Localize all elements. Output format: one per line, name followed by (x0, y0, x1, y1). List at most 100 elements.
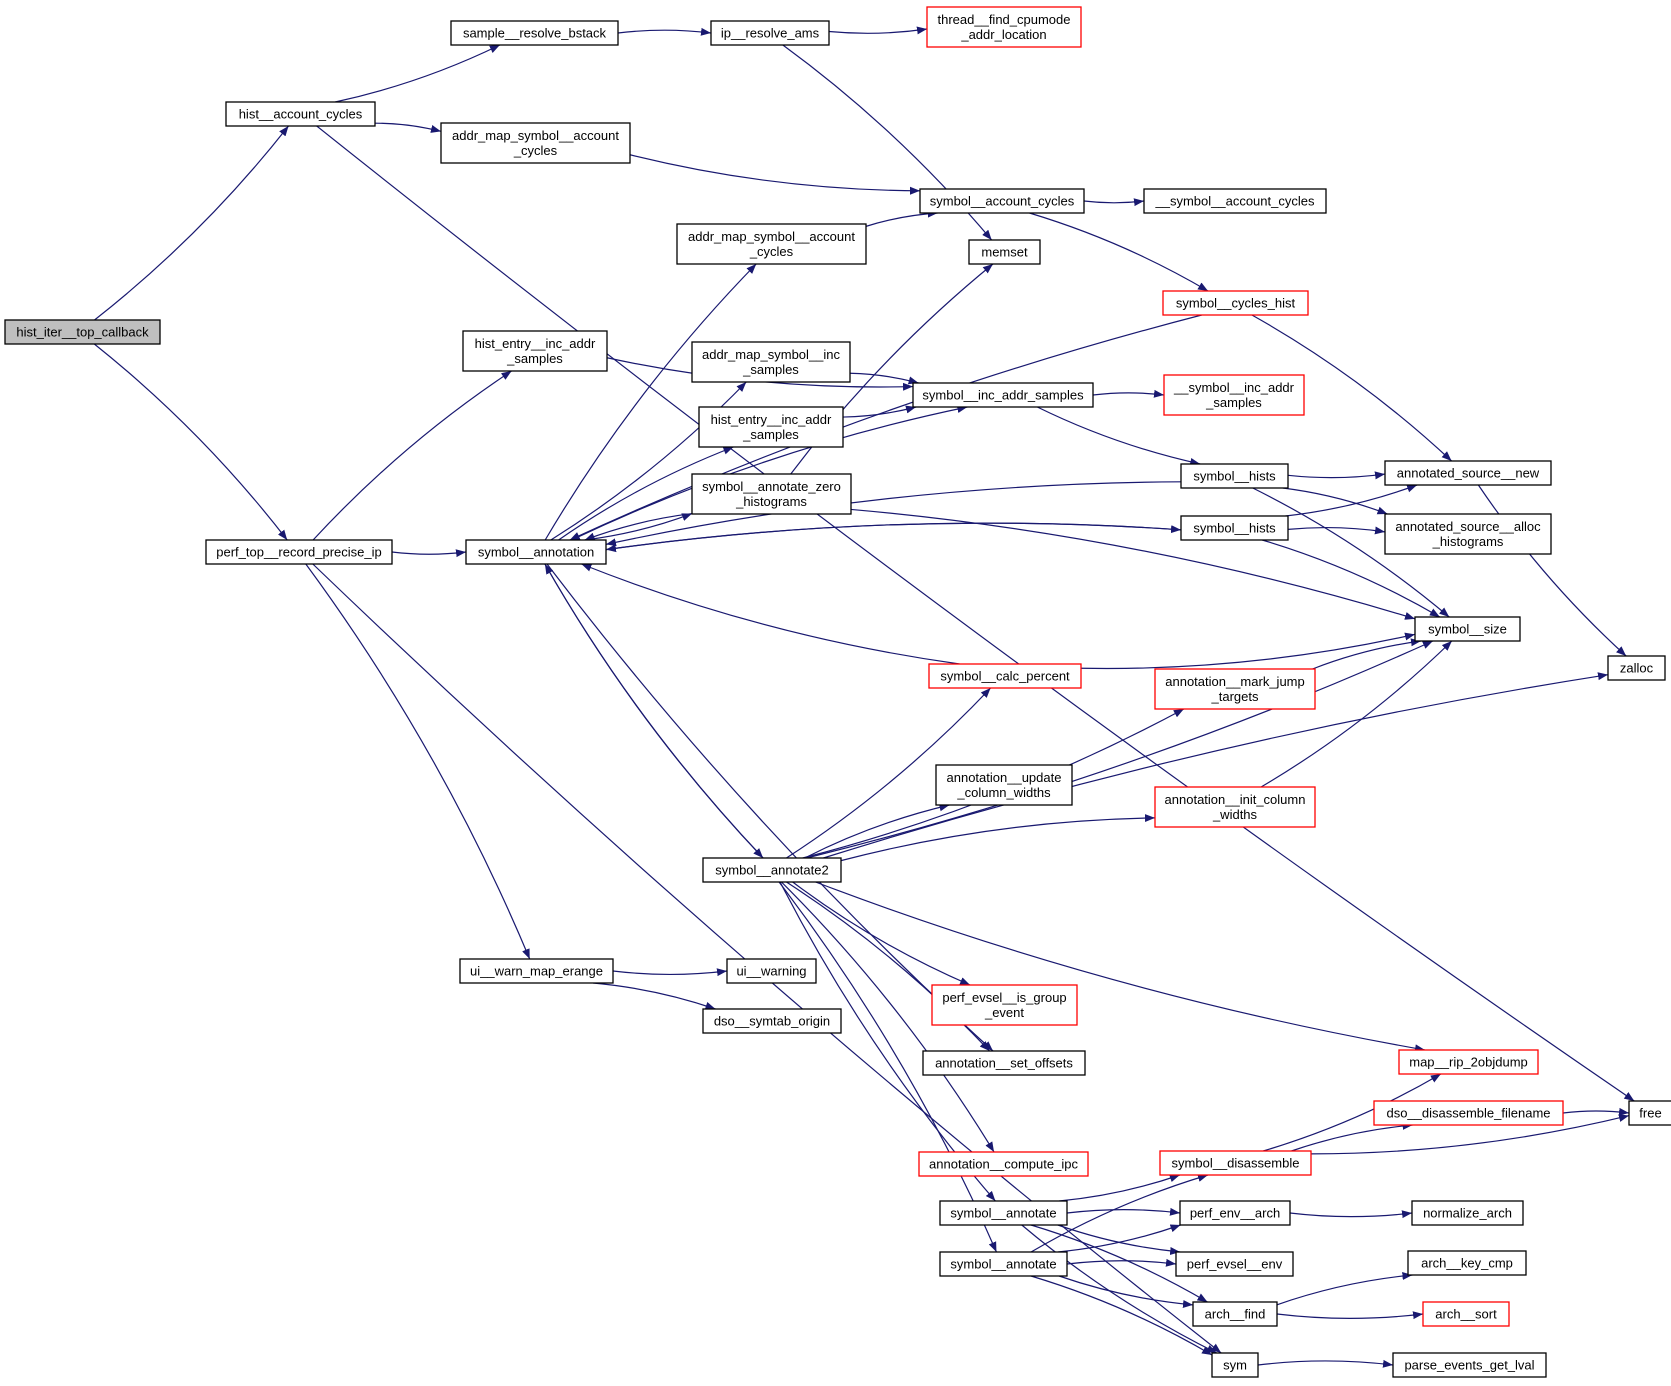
node-arch_key_cmp[interactable]: arch__key_cmp (1407, 1250, 1527, 1276)
node-box (1392, 1352, 1547, 1378)
node-symbol_annotate_zero_histograms[interactable]: symbol__annotate_zero_histograms (691, 473, 852, 515)
node-label: addr_map_symbol__account (688, 229, 855, 244)
edge-symbol_disassemble-to-dso_disassemble_filename (1291, 1121, 1413, 1152)
node-symbol_size[interactable]: symbol__size (1414, 616, 1521, 642)
node-ui_warn_map_erange[interactable]: ui__warn_map_erange (459, 958, 614, 984)
node-hist_entry_inc_addr_samples_a[interactable]: hist_entry__inc_addr_samples (462, 330, 608, 372)
node-label: thread__find_cpumode (938, 12, 1071, 27)
node-symbol_annotate_a[interactable]: symbol__annotate (939, 1200, 1068, 1226)
node-box (459, 958, 614, 984)
node-zalloc[interactable]: zalloc (1607, 655, 1666, 681)
node-label: arch__find (1205, 1307, 1266, 1322)
edge-symbol_annotate_a-to-perf_evsel_env (1057, 1224, 1181, 1256)
node-annotation_update_column_widths[interactable]: annotation__update_column_widths (935, 764, 1073, 806)
node-sym[interactable]: sym (1211, 1352, 1259, 1378)
node-addr_map_symbol_account_cycles_b[interactable]: addr_map_symbol__account_cycles (676, 223, 867, 265)
node-sample_resolve_bstack[interactable]: sample__resolve_bstack (450, 20, 619, 46)
node-label: annotation__update (947, 770, 1062, 785)
node-box (1411, 1200, 1524, 1226)
node-addr_map_symbol_account_cycles_a[interactable]: addr_map_symbol__account_cycles (440, 122, 631, 164)
node-perf_env_arch[interactable]: perf_env__arch (1179, 1200, 1291, 1226)
edge-symbol_annotation-to-symbol_annotate2 (544, 563, 764, 859)
node-symbol_account_cycles[interactable]: symbol__account_cycles (919, 188, 1085, 214)
node-annotated_source_alloc_histograms[interactable]: annotated_source__alloc_histograms (1384, 513, 1552, 555)
edge-symbol_hists_a-to-annotated_source_alloc_histograms (1282, 487, 1388, 515)
node-parse_events_get_lval[interactable]: parse_events_get_lval (1392, 1352, 1547, 1378)
edge-symbol_annotate_a-to-symbol_disassemble (1059, 1174, 1181, 1202)
node-box (1422, 1301, 1510, 1327)
node-perf_evsel_is_group_event[interactable]: perf_evsel__is_group_event (931, 984, 1078, 1026)
edge-symbol_annotate_a-to-arch_find (1030, 1224, 1208, 1303)
node-map_rip_2objdump[interactable]: map__rip_2objdump (1398, 1049, 1539, 1075)
edge-ui_warn_map_erange-to-dso_symtab_origin (592, 982, 716, 1010)
node-label: sample__resolve_bstack (463, 26, 607, 41)
node-symbol_hists_a[interactable]: symbol__hists (1180, 463, 1289, 489)
node-symbol_hists_b[interactable]: symbol__hists (1180, 515, 1289, 541)
node-box (465, 539, 607, 565)
node-symbol_annotate_b[interactable]: symbol__annotate (939, 1251, 1068, 1277)
edge-symbol_inc_addr_samples-to-symbol_hists_a (1037, 406, 1201, 466)
node-__symbol_account_cycles[interactable]: __symbol__account_cycles (1143, 188, 1327, 214)
node-perf_top_record_precise_ip[interactable]: perf_top__record_precise_ip (205, 539, 393, 565)
node-label: symbol__hists (1193, 469, 1276, 484)
edge-symbol_annotation-to-hist_entry_inc_addr_samples_b (558, 446, 734, 541)
edge-symbol_disassemble-to-free (1310, 1114, 1630, 1155)
node-annotation_mark_jump_targets[interactable]: annotation__mark_jump_targets (1154, 668, 1316, 710)
node-box (691, 341, 851, 383)
edge-symbol_annotation-to-addr_map_symbol_inc_samples (550, 381, 747, 541)
node-symbol_disassemble[interactable]: symbol__disassemble (1159, 1150, 1312, 1176)
edge-symbol_annotate2-to-zalloc (823, 672, 1609, 859)
node-hist_account_cycles[interactable]: hist__account_cycles (225, 101, 376, 127)
edge-symbol_hists_a-to-symbol_annotation (605, 481, 1182, 547)
node-box (702, 1008, 842, 1034)
node-symbol_inc_addr_samples[interactable]: symbol__inc_addr_samples (912, 382, 1094, 408)
node-ui_warning[interactable]: ui__warning (726, 958, 817, 984)
node-label: symbol__annotate (950, 1257, 1056, 1272)
node-label: perf_evsel__is_group (942, 990, 1066, 1005)
edge-dso_disassemble_filename-to-free (1562, 1107, 1630, 1116)
node-dso_disassemble_filename[interactable]: dso__disassemble_filename (1373, 1100, 1564, 1126)
node-normalize_arch[interactable]: normalize_arch (1411, 1200, 1524, 1226)
node-box (462, 330, 608, 372)
node-label: symbol__annotate_zero (702, 479, 841, 494)
node-free[interactable]: free (1628, 1100, 1671, 1126)
node-label: addr_map_symbol__account (452, 128, 619, 143)
node-label: symbol__annotation (478, 545, 594, 560)
node-__symbol_inc_addr_samples[interactable]: __symbol__inc_addr_samples (1163, 374, 1305, 416)
node-annotation_init_column_widths[interactable]: annotation__init_column_widths (1154, 786, 1316, 828)
node-thread_find_cpumode[interactable]: thread__find_cpumode_addr_location (926, 6, 1082, 48)
node-label: _histograms (735, 494, 807, 509)
edge-arch_find-to-arch_sort (1276, 1311, 1424, 1320)
node-arch_find[interactable]: arch__find (1192, 1301, 1278, 1327)
node-hist_entry_inc_addr_samples_b[interactable]: hist_entry__inc_addr_samples (698, 406, 844, 448)
node-label: symbol__annotate (950, 1206, 1056, 1221)
node-hist_iter_top_callback[interactable]: hist_iter__top_callback (4, 319, 161, 345)
edge-symbol_annotate2-to-annotation_set_offsets (786, 881, 991, 1052)
node-dso_symtab_origin[interactable]: dso__symtab_origin (702, 1008, 842, 1034)
edge-ip_resolve_ams-to-thread_find_cpumode (828, 26, 928, 35)
node-symbol_annotation[interactable]: symbol__annotation (465, 539, 607, 565)
edge-sample_resolve_bstack-to-ip_resolve_ams (617, 27, 712, 36)
node-addr_map_symbol_inc_samples[interactable]: addr_map_symbol__inc_samples (691, 341, 851, 383)
node-label: hist_entry__inc_addr (711, 412, 832, 427)
edge-perf_top_record_precise_ip-to-symbol_annotation (391, 549, 467, 558)
node-box (912, 382, 1094, 408)
node-annotated_source_new[interactable]: annotated_source__new (1384, 460, 1552, 486)
edge-perf_top_record_precise_ip-to-ui_warn_map_erange (305, 563, 531, 960)
edge-symbol_cycles_hist-to-annotated_source_new (1251, 314, 1452, 462)
node-ip_resolve_ams[interactable]: ip__resolve_ams (710, 20, 830, 46)
node-perf_evsel_env[interactable]: perf_evsel__env (1175, 1251, 1294, 1277)
node-symbol_cycles_hist[interactable]: symbol__cycles_hist (1162, 290, 1309, 316)
node-symbol_calc_percent[interactable]: symbol__calc_percent (928, 663, 1082, 689)
node-symbol_annotate2[interactable]: symbol__annotate2 (702, 857, 842, 883)
node-arch_sort[interactable]: arch__sort (1422, 1301, 1510, 1327)
node-label: dso__symtab_origin (714, 1014, 830, 1029)
edge-symbol_annotate2-to-symbol_size (806, 640, 1434, 859)
edge-symbol_annotate2-to-symbol_calc_percent (786, 687, 992, 859)
node-memset[interactable]: memset (968, 239, 1041, 265)
node-label: annotation__init_column (1165, 792, 1306, 807)
node-label: annotated_source__alloc (1395, 519, 1541, 534)
node-annotation_set_offsets[interactable]: annotation__set_offsets (922, 1050, 1086, 1076)
node-annotation_compute_ipc[interactable]: annotation__compute_ipc (918, 1151, 1089, 1177)
edge-symbol_calc_percent-to-symbol_annotation (581, 563, 960, 665)
